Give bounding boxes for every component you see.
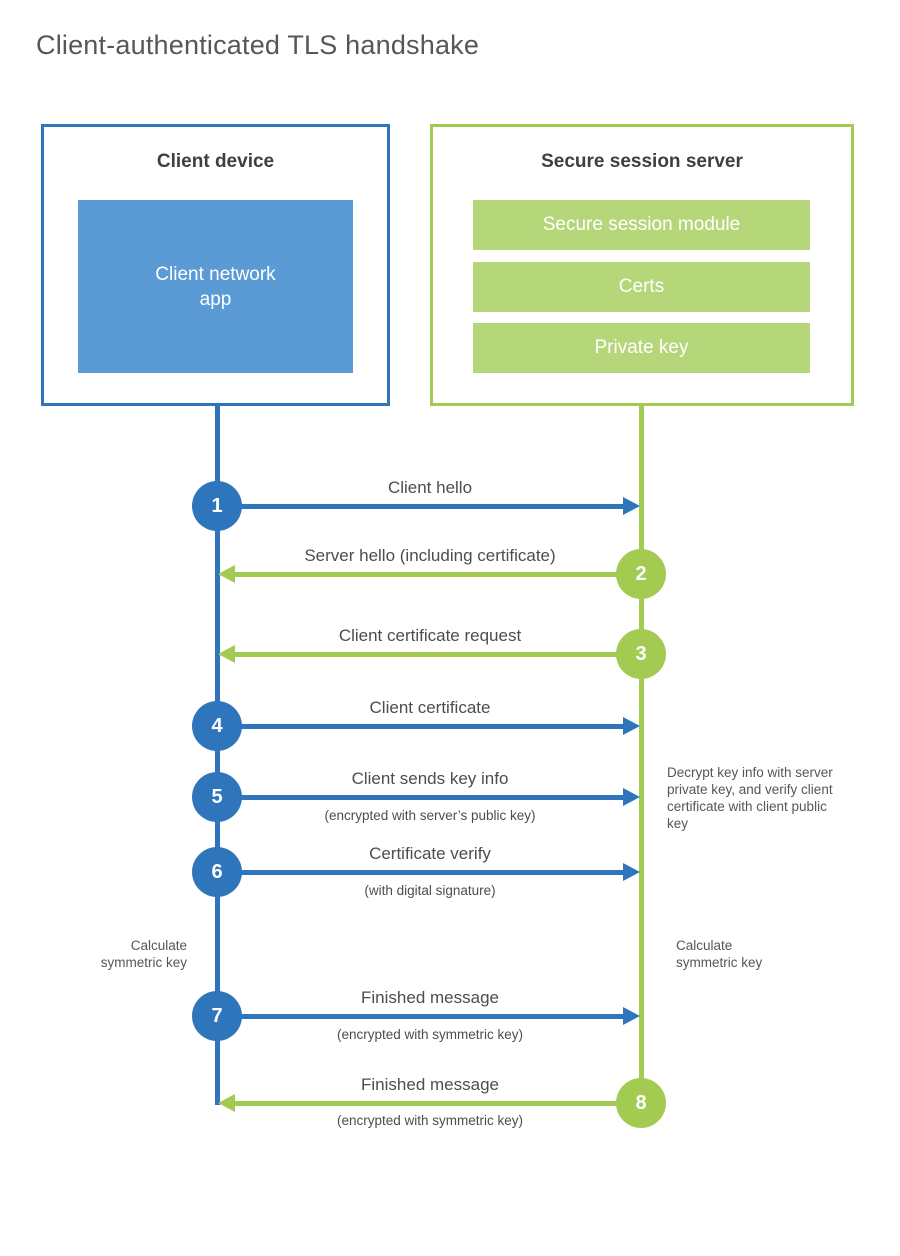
page-title: Client-authenticated TLS handshake — [36, 30, 480, 60]
step-1-label: Client hello — [387, 478, 473, 497]
step-3-arrow-shaft — [235, 652, 641, 657]
step-4-number-badge: 4 — [192, 701, 242, 751]
step-3-label: Client certificate request — [338, 626, 522, 645]
server-module-certs: Certs — [473, 262, 810, 312]
step-1-arrow-shaft — [218, 504, 624, 509]
client-lifeline — [215, 405, 220, 1105]
decrypt-key-note: Decrypt key info with server private key… — [667, 765, 833, 831]
step-8-arrowhead-left-icon — [218, 1094, 235, 1112]
secure-session-server-title: Secure session server — [541, 151, 743, 172]
step-5-arrowhead-right-icon — [623, 788, 640, 806]
step-2-arrowhead-left-icon — [218, 565, 235, 583]
step-1-arrowhead-right-icon — [623, 497, 640, 515]
step-2-label: Server hello (including certificate) — [304, 546, 556, 565]
step-8-sublabel: (encrypted with symmetric key) — [336, 1113, 524, 1128]
step-7-arrowhead-right-icon — [623, 1007, 640, 1025]
client-network-app-label: Client network app — [155, 263, 276, 310]
step-7-number-badge: 7 — [192, 991, 242, 1041]
server-module-private-key: Private key — [473, 323, 810, 373]
step-8-number-badge: 8 — [616, 1078, 666, 1128]
server-lifeline — [639, 405, 644, 1104]
secure-session-server-box: Secure session server Secure session mod… — [430, 124, 854, 406]
step-7-label: Finished message — [361, 988, 499, 1007]
client-device-box: Client device Client network app — [41, 124, 390, 406]
step-5-sublabel: (encrypted with server’s public key) — [324, 808, 536, 823]
calculate-symmetric-key-note-server: Calculate symmetric key — [676, 938, 763, 970]
step-2-arrow-shaft — [235, 572, 641, 577]
step-3-number-badge: 3 — [616, 629, 666, 679]
step-5-arrow-shaft — [218, 795, 624, 800]
step-6-sublabel: (with digital signature) — [364, 883, 496, 898]
step-8-label: Finished message — [361, 1075, 499, 1094]
server-module-secure-session: Secure session module — [473, 200, 810, 250]
step-5-number-badge: 5 — [192, 772, 242, 822]
step-4-arrow-shaft — [218, 724, 624, 729]
step-7-arrow-shaft — [218, 1014, 624, 1019]
client-device-title: Client device — [156, 151, 275, 172]
step-5-label: Client sends key info — [351, 769, 509, 788]
step-4-label: Client certificate — [369, 698, 491, 717]
step-8-arrow-shaft — [235, 1101, 641, 1106]
calculate-symmetric-key-note-client: Calculate symmetric key — [100, 938, 187, 970]
step-6-number-badge: 6 — [192, 847, 242, 897]
step-3-arrowhead-left-icon — [218, 645, 235, 663]
step-6-arrow-shaft — [218, 870, 624, 875]
step-7-sublabel: (encrypted with symmetric key) — [336, 1027, 524, 1042]
step-1-number-badge: 1 — [192, 481, 242, 531]
step-2-number-badge: 2 — [616, 549, 666, 599]
step-6-label: Certificate verify — [369, 844, 491, 863]
step-6-arrowhead-right-icon — [623, 863, 640, 881]
client-network-app-box: Client network app — [78, 200, 353, 373]
step-4-arrowhead-right-icon — [623, 717, 640, 735]
